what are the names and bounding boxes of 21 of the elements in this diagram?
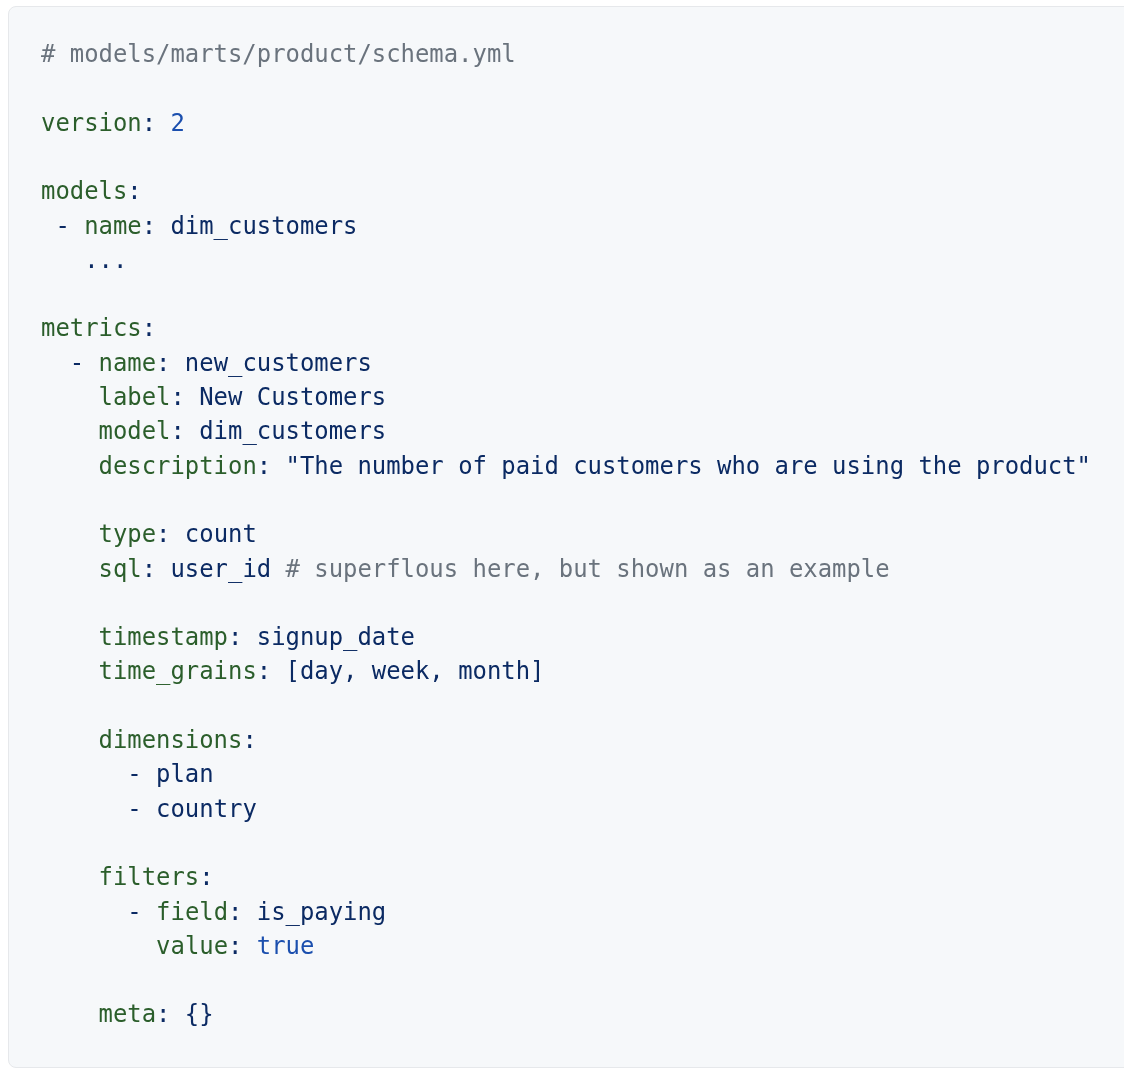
- code-line: - plan: [127, 759, 214, 790]
- code-line: - name: new_customers: [69, 347, 372, 378]
- code-line: - name: dim_customers: [55, 210, 358, 241]
- code-line: description: "The number of paid customers who are using the product": [98, 450, 1091, 481]
- code-line: metrics:: [41, 313, 157, 344]
- code-line: dimensions:: [98, 725, 257, 755]
- code-line: sql: user_id # superflous here, but shown as an example: [98, 553, 890, 584]
- code-line: model: dim_customers: [98, 416, 387, 447]
- code-line: value: true: [156, 930, 315, 961]
- code-line: version: 2: [41, 107, 185, 138]
- code-line: - field: is_paying: [127, 896, 387, 927]
- code-line: - country: [127, 793, 257, 824]
- code-line: # models/marts/product/schema.yml: [41, 39, 516, 69]
- code-line: models:: [41, 176, 142, 207]
- code-line: filters:: [98, 862, 214, 893]
- code-line: type: count: [98, 519, 257, 550]
- code-line: ...: [84, 244, 128, 275]
- code-line: label: New Customers: [98, 382, 387, 412]
- code-line: timestamp: signup_date: [98, 622, 415, 653]
- code-line: time_grains: [day, week, month]: [98, 656, 545, 687]
- code-line: meta: {}: [98, 999, 214, 1030]
